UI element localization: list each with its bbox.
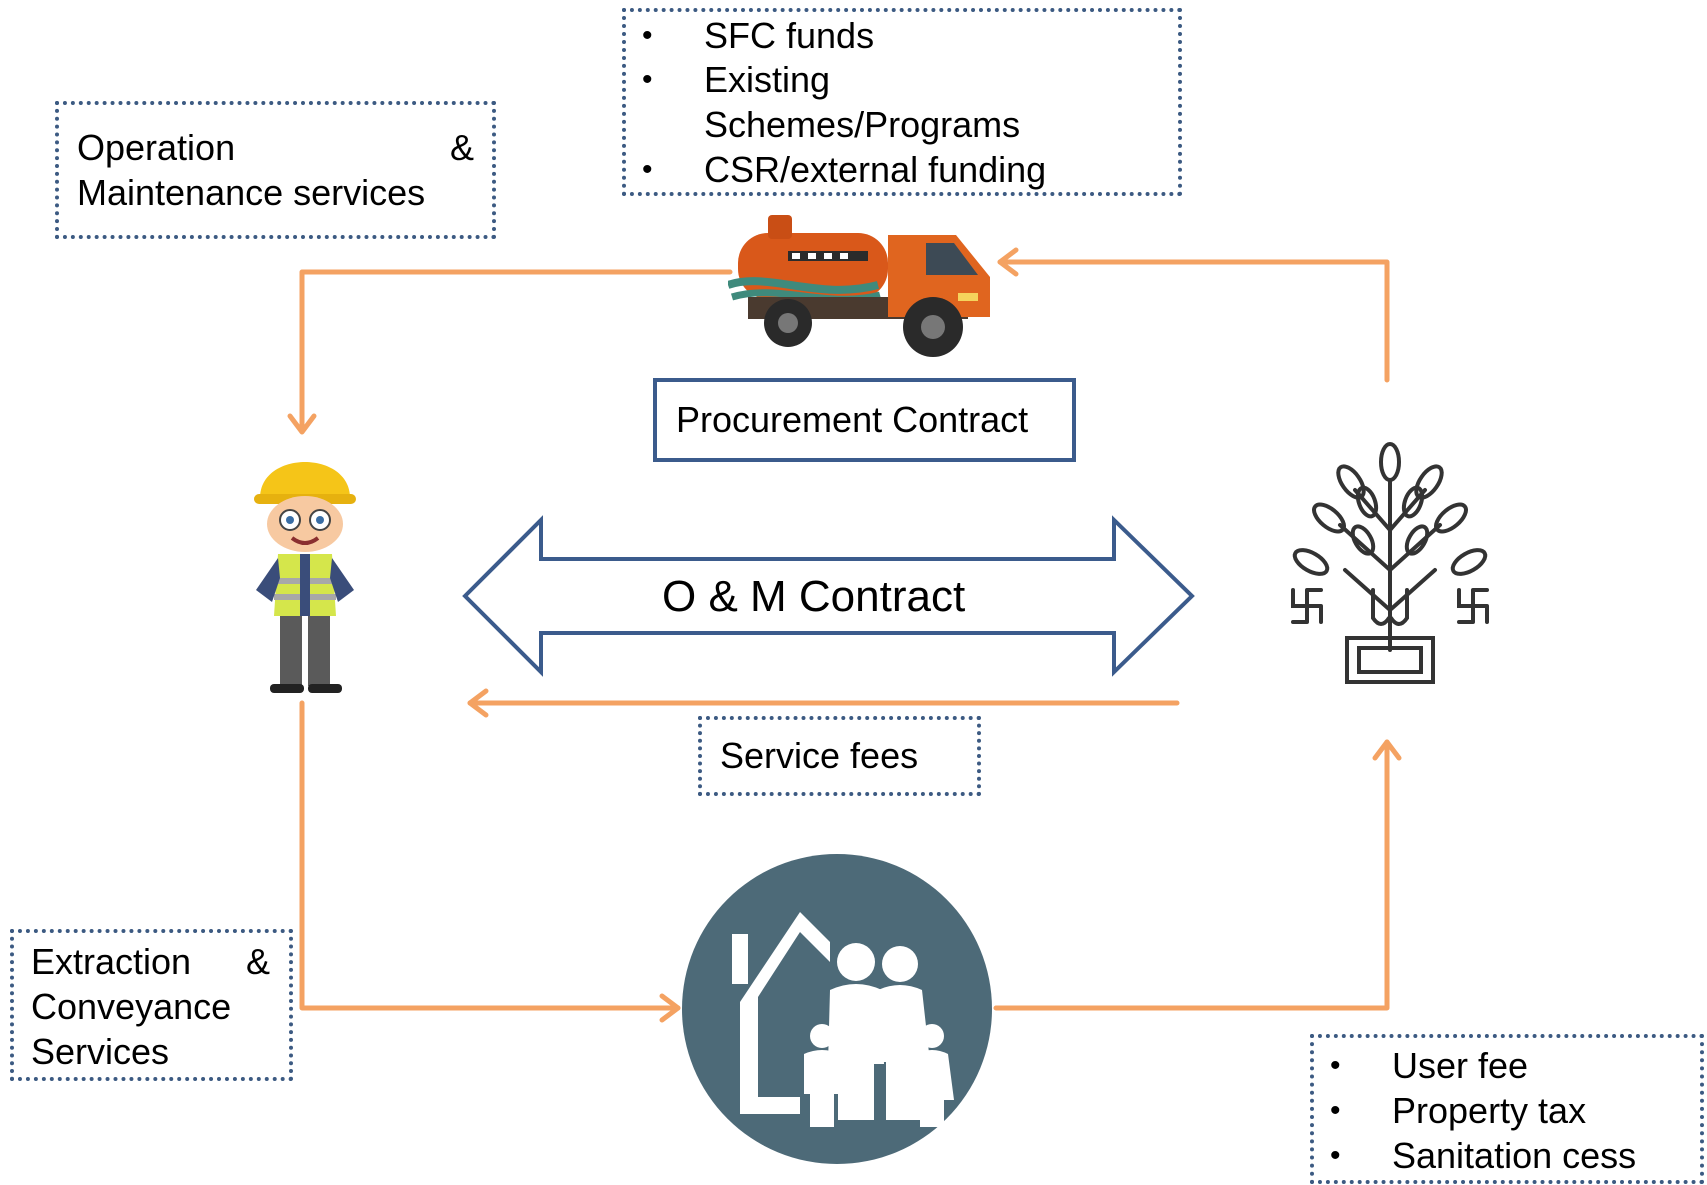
- revenue-sources-box: [1310, 1034, 1704, 1184]
- extraction-line3: Services: [31, 1031, 170, 1072]
- household-to-emblem-arrow: [993, 739, 1390, 1011]
- procurement-contract-label: Procurement Contract: [676, 399, 1029, 440]
- extraction-services-box: [10, 929, 293, 1081]
- revenue-bullet-1: •: [1330, 1049, 1341, 1082]
- funding-bullet-2: •: [642, 63, 653, 96]
- funding-bullet-1: •: [642, 19, 653, 52]
- revenue-bullet-3: •: [1330, 1139, 1341, 1172]
- service-fees-label: Service fees: [720, 735, 919, 776]
- extraction-line2: Conveyance: [31, 986, 232, 1027]
- extraction-line1-left: Extraction: [31, 941, 192, 982]
- household-to-emblem-arrowhead: [1372, 739, 1402, 761]
- revenue-item-user-fee: User fee: [1392, 1045, 1529, 1086]
- revenue-bullet-2: •: [1330, 1094, 1341, 1127]
- revenue-item-property-tax: Property tax: [1392, 1090, 1587, 1131]
- om-services-box: [55, 101, 496, 239]
- extraction-line1-right: &: [246, 941, 271, 982]
- revenue-item-sanitation-cess: Sanitation cess: [1392, 1135, 1637, 1176]
- funding-item-sfc: SFC funds: [704, 15, 875, 56]
- emblem-to-truck-arrowhead: [997, 247, 1019, 277]
- om-contract-label: O & M Contract: [662, 572, 966, 621]
- contractor-worker-icon: [254, 462, 356, 693]
- desludging-truck-icon: [728, 215, 990, 357]
- truck-to-worker-arrowhead: [287, 413, 317, 435]
- government-emblem-icon: [1291, 442, 1489, 684]
- truck-to-worker-arrow: [299, 269, 733, 433]
- funding-bullet-3: •: [642, 153, 653, 186]
- funding-item-schemes: Schemes/Programs: [704, 104, 1021, 145]
- procurement-contract-box: [653, 378, 1076, 462]
- worker-to-household-arrowhead: [659, 993, 681, 1023]
- worker-to-household-arrow: [299, 700, 681, 1011]
- funding-item-csr: CSR/external funding: [704, 149, 1047, 190]
- emblem-to-truck-arrow: [997, 259, 1390, 383]
- om-services-line2: Maintenance services: [77, 172, 426, 213]
- om-contract-double-arrow: [462, 515, 1195, 677]
- service-fees-arrowhead: [467, 688, 489, 718]
- funding-item-existing: Existing: [704, 59, 831, 100]
- om-services-line1-left: Operation: [77, 127, 236, 168]
- household-family-icon: [682, 854, 992, 1164]
- funding-sources-box: [622, 8, 1182, 196]
- service-fees-box: [698, 716, 981, 796]
- om-services-line1-right: &: [450, 127, 475, 168]
